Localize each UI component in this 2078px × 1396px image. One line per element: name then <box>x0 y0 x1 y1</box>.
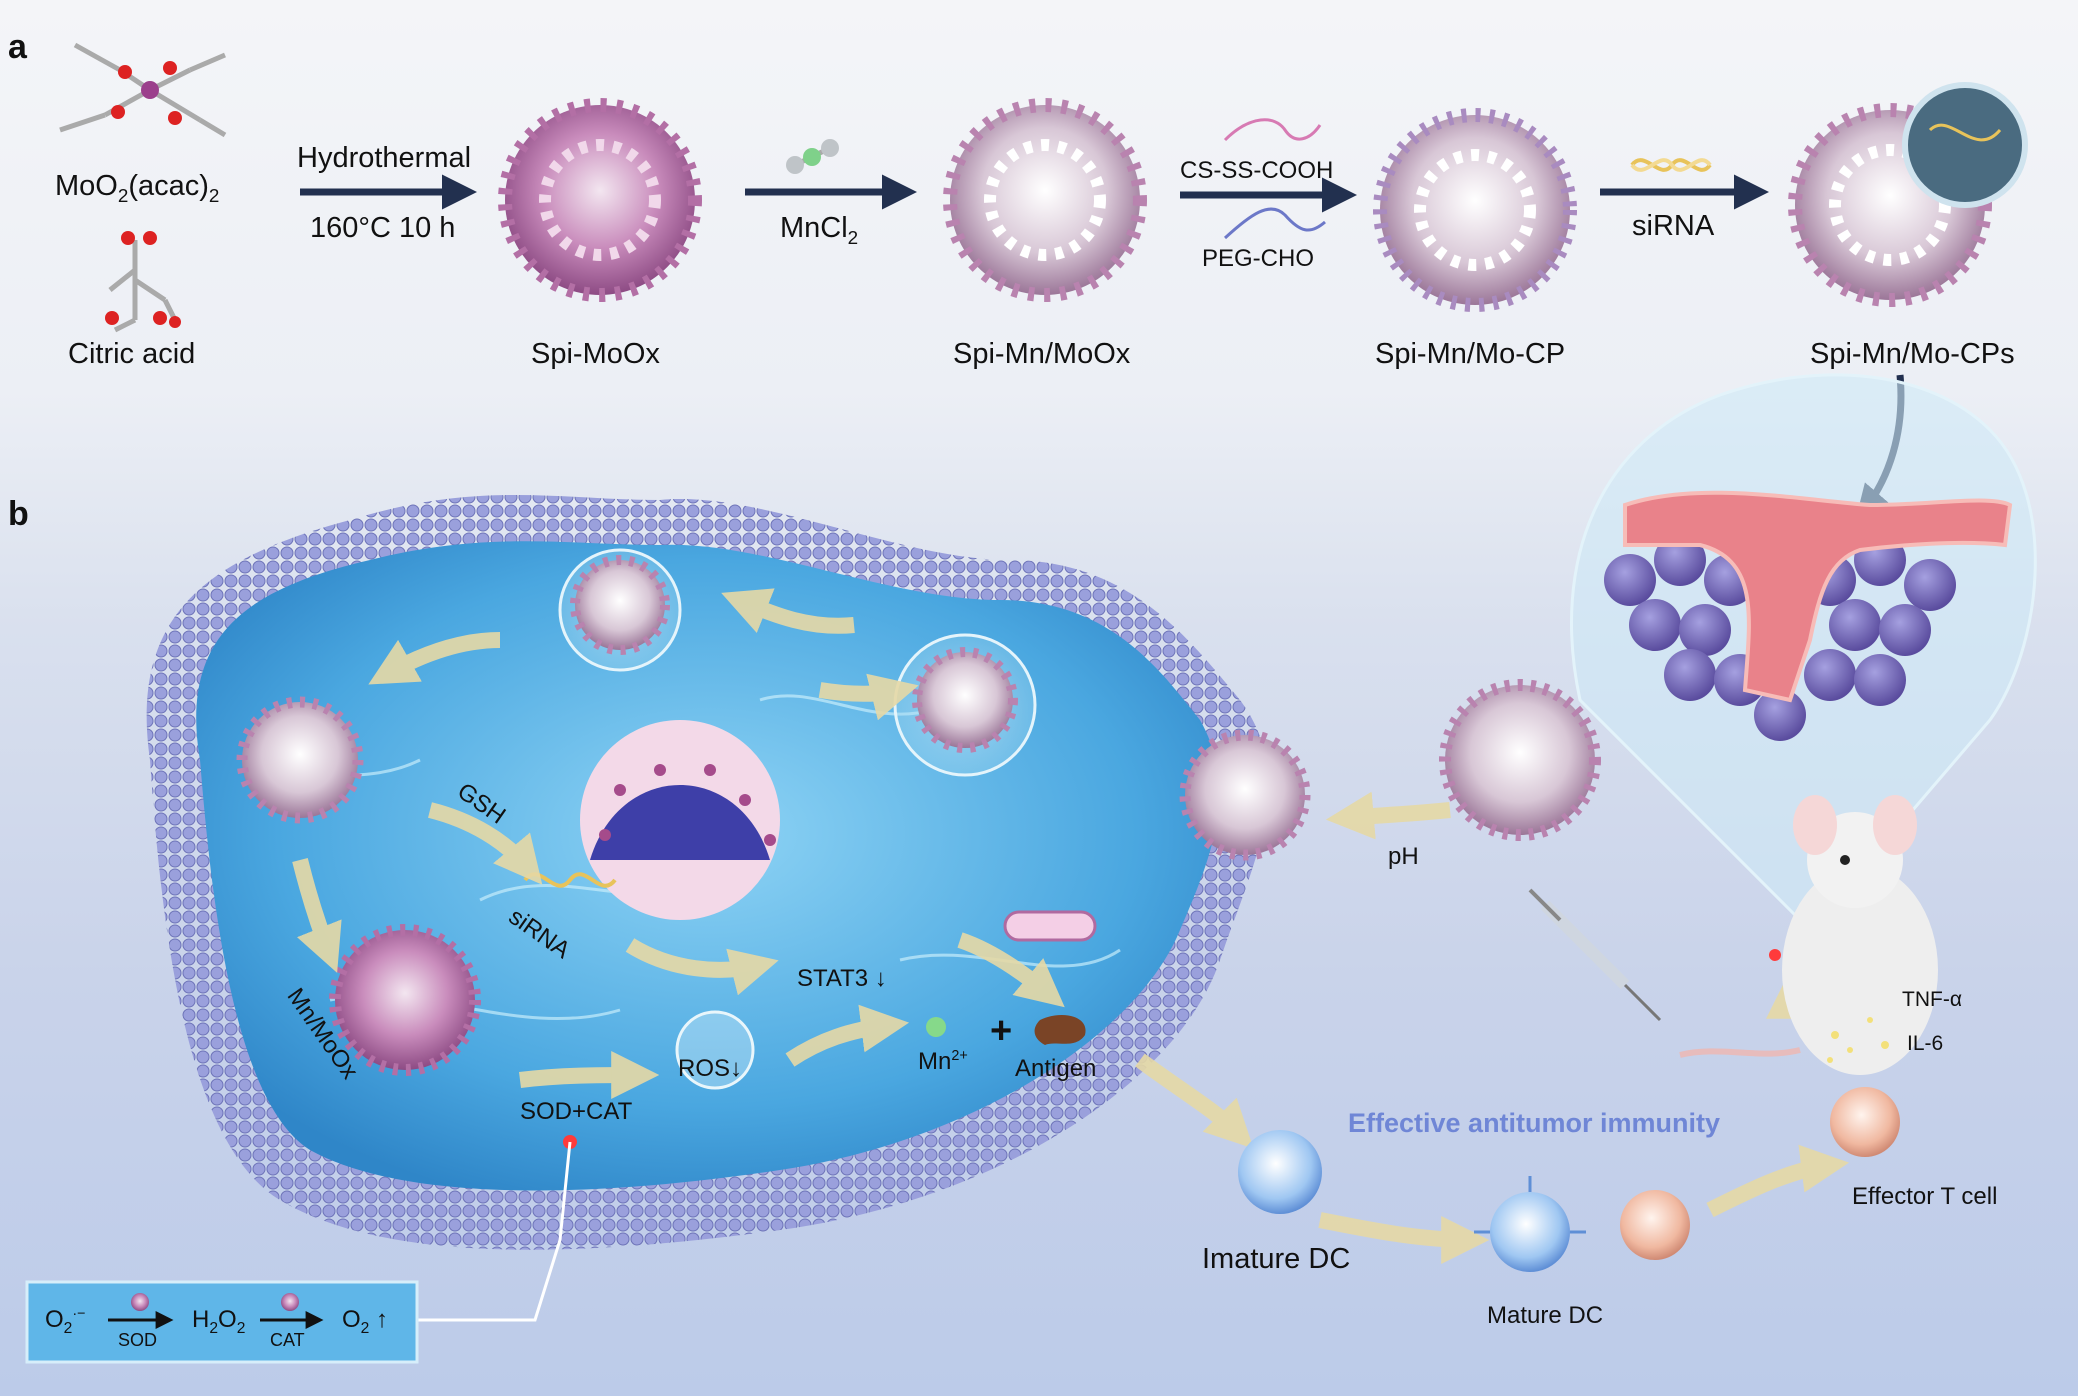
step1-bottom-label: 160°C 10 h <box>310 212 456 244</box>
cat-particle-icon <box>281 1293 299 1311</box>
sod-particle-icon <box>131 1293 149 1311</box>
o2-minus-label: O2·− <box>45 1306 86 1337</box>
precursor1-label: MoO2(acac)2 <box>55 170 220 206</box>
peg-cho-curve-icon <box>1223 207 1326 240</box>
step4-label: siRNA <box>1632 210 1715 242</box>
ph-label: pH <box>1388 843 1419 870</box>
il6-label: IL-6 <box>1907 1032 1944 1055</box>
mature-dc-label: Mature DC <box>1487 1302 1604 1329</box>
stat3-label: STAT3 ↓ <box>797 965 887 992</box>
step3-bottom-label: PEG-CHO <box>1202 245 1315 272</box>
plus-sign: + <box>990 1010 1013 1052</box>
mitochondrion <box>1003 910 1097 942</box>
mature-dc <box>1474 1176 1586 1272</box>
sirna-helix-icon <box>1630 158 1712 172</box>
flow-arrows <box>292 588 1850 1264</box>
antigen-label: Antigen <box>1015 1055 1097 1082</box>
ros-label: ROS↓ <box>678 1055 743 1082</box>
spi-mn-moox-particle <box>943 98 1147 302</box>
sod-label: SOD <box>118 1330 158 1350</box>
spi-mn-mo-cp-particle <box>1373 108 1577 312</box>
mouse <box>1679 795 1938 1075</box>
effector-t-cell <box>1830 1087 1900 1157</box>
moo2-acac-molecule <box>59 42 227 138</box>
effector-t-cell-label: Effector T cell <box>1852 1183 1998 1210</box>
cs-ss-cooh-curve-icon <box>1223 118 1322 142</box>
t-cell <box>1620 1190 1690 1260</box>
panel-label-b: b <box>8 495 29 533</box>
precursor2-label: Citric acid <box>68 338 196 370</box>
product3-label: Spi-Mn/Mo-CP <box>1375 338 1566 370</box>
tumor-zoom-bubble <box>1569 373 2037 933</box>
intracellular-particles <box>236 548 1601 1090</box>
imature-dc-label: Imature DC <box>1202 1243 1351 1275</box>
panel-label-a: a <box>8 28 27 66</box>
cat-label: CAT <box>270 1330 305 1350</box>
cytokine-sparkles <box>1827 1017 1889 1063</box>
spi-mn-mo-cps-particle <box>1788 82 2028 307</box>
step2-label: MnCl2 <box>780 212 859 248</box>
sod-cat-label: SOD+CAT <box>520 1098 633 1125</box>
h2o2-label: H2O2 <box>192 1306 246 1337</box>
reaction-box <box>25 1280 419 1364</box>
tnf-label: TNF-α <box>1902 988 1962 1011</box>
product4-label: Spi-Mn/Mo-CPs <box>1810 338 2015 370</box>
citric-acid-molecule <box>105 231 181 333</box>
mncl2-molecule-icon <box>786 139 839 174</box>
imature-dc <box>1238 1130 1322 1214</box>
o2-label: O2 ↑ <box>342 1306 389 1337</box>
syringe-icon <box>1528 888 1662 1022</box>
mn-label: Mn2+ <box>918 1048 968 1075</box>
spi-moox-particle <box>498 98 702 302</box>
product1-label: Spi-MoOx <box>531 338 660 370</box>
product2-label: Spi-Mn/MoOx <box>953 338 1131 370</box>
step1-top-label: Hydrothermal <box>297 142 472 174</box>
immunity-label: Effective antitumor immunity <box>1348 1108 1721 1138</box>
callout-line <box>415 1141 572 1322</box>
step3-top-label: CS-SS-COOH <box>1180 157 1334 184</box>
nucleus <box>580 720 780 920</box>
